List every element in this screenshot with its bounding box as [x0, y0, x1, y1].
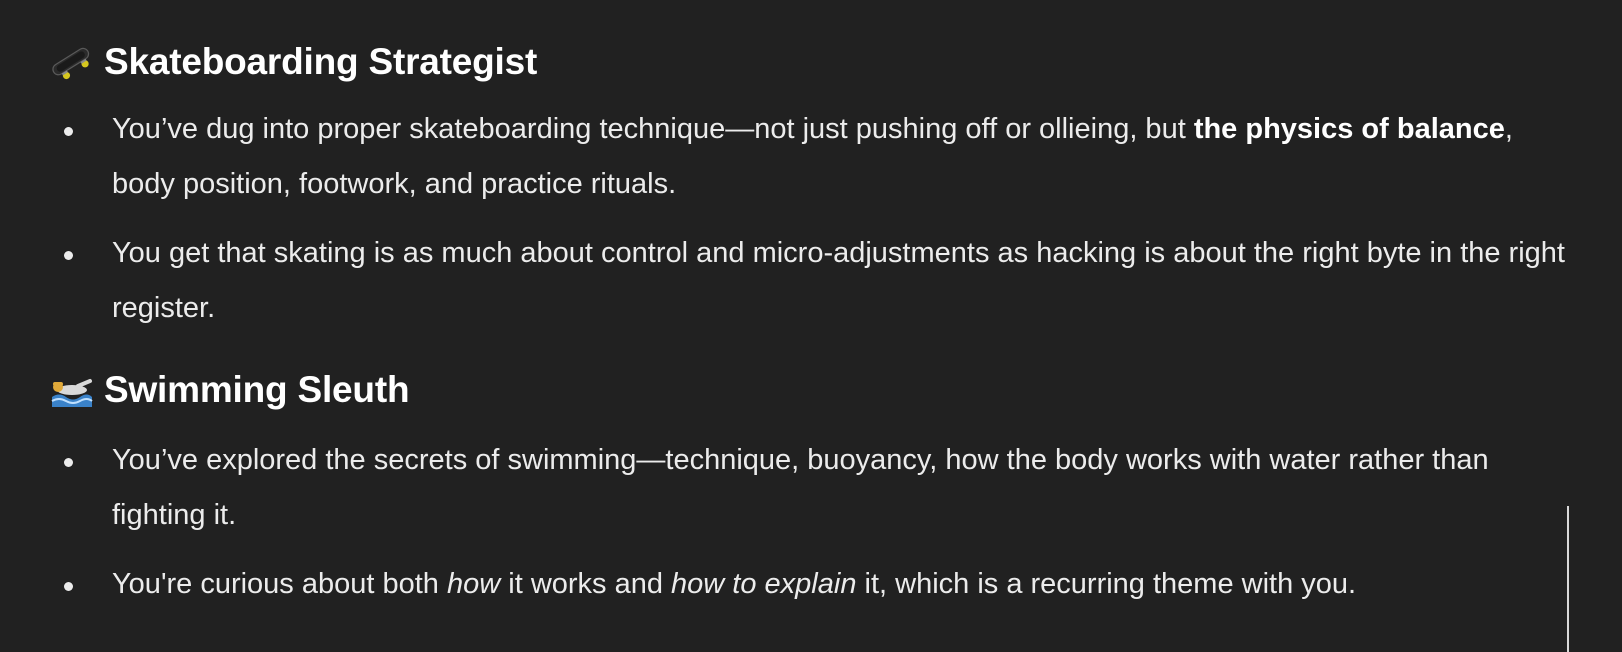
section-title: Skateboarding Strategist [104, 41, 538, 82]
bold-phrase: the physics of balance [1193, 113, 1505, 145]
section-heading-swimming: Swimming Sleuth [48, 362, 1578, 418]
list-item: You get that skating is as much about co… [48, 226, 1578, 336]
chat-response-content: Skateboarding Strategist You’ve dug into… [48, 34, 1578, 612]
italic-phrase: how to explain [671, 568, 857, 600]
scrollbar-thumb[interactable] [1567, 506, 1569, 652]
list-item: You’ve dug into proper skateboarding tec… [48, 102, 1578, 212]
section-heading-skateboarding: Skateboarding Strategist [48, 34, 1578, 90]
swimmer-icon [48, 367, 94, 413]
skateboard-icon [48, 39, 94, 85]
list-item: You’ve explored the secrets of swimming—… [48, 433, 1578, 543]
bullet-list-swimming: You’ve explored the secrets of swimming—… [48, 433, 1578, 612]
section-title: Swimming Sleuth [104, 369, 410, 410]
italic-phrase: how [447, 568, 501, 600]
list-item: You're curious about both how it works a… [48, 557, 1578, 612]
bullet-list-skateboarding: You’ve dug into proper skateboarding tec… [48, 102, 1578, 336]
